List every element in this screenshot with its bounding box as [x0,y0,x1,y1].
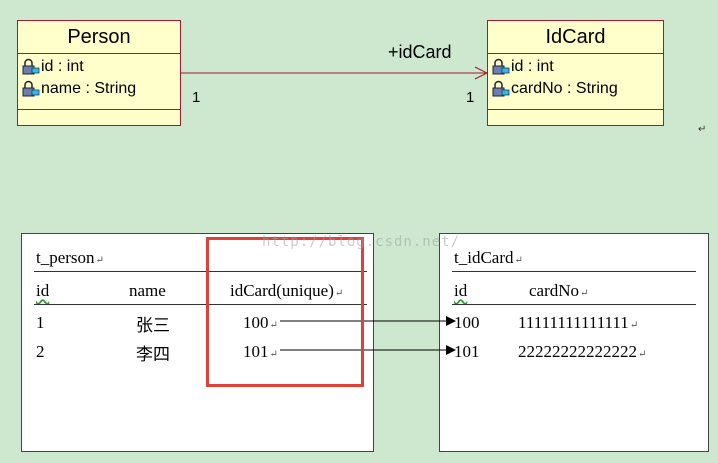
attr-separator: : [562,80,576,97]
return-mark: ↵ [698,124,707,135]
idcard-table: t_idCard↵ id cardNo↵ 100 11111111111111↵… [439,233,709,452]
private-attribute-icon [492,80,510,97]
idcard-attr-cardno-name: cardNo [511,80,563,97]
person-table-title: t_person↵ [36,248,104,267]
person-class: Person id : int name : String [17,20,181,126]
idcard-attr-cardno: cardNo : String [488,78,663,100]
person-attr-name-type: String [94,80,137,97]
idcard-header-id: id [454,281,468,300]
attr-separator: : [523,58,537,75]
person-header-id: id [36,281,50,300]
attr-separator: : [53,58,67,75]
idcard-header-cardno: cardNo↵ [529,281,589,300]
table-divider [34,271,367,272]
person-class-name: Person [18,21,180,54]
person-attributes: id : int name : String [18,54,180,110]
idcard-row2-cardno: 22222222222222↵ [518,342,647,361]
person-header-idcard: idCard(unique)↵ [230,281,344,300]
person-row1-name: 张三 [136,316,170,335]
person-attr-id-name: id [41,58,54,75]
person-row1-id: 1 [36,313,45,332]
idcard-row1-id: 100 [454,313,480,332]
person-row2-id: 2 [36,342,45,361]
idcard-attr-id: id : int [488,56,663,78]
idcard-attributes: id : int cardNo : String [488,54,663,110]
association-role-label: +idCard [388,42,452,62]
person-table: t_person↵ id name idCard(unique)↵ 1 张三 1… [21,233,374,452]
private-attribute-icon [492,58,510,75]
person-attr-name-name: name [41,80,82,97]
table-divider [34,304,367,305]
idcard-class-name: IdCard [488,21,663,54]
attr-separator: : [81,80,95,97]
watermark: http://blog.csdn.net/ [262,234,461,250]
person-row1-idcard: 100↵ [243,313,278,332]
person-header-name: name [129,281,166,300]
table-divider [452,271,696,272]
idcard-table-title: t_idCard↵ [454,248,523,267]
person-attr-id: id : int [18,56,180,78]
table-divider [452,304,696,305]
idcard-attr-cardno-type: String [575,80,618,97]
idcard-row2-id: 101 [454,342,480,361]
idcard-attr-id-name: id [511,58,524,75]
idcard-attr-id-type: int [536,58,554,75]
person-row2-name: 李四 [136,345,170,364]
person-attr-id-type: int [66,58,84,75]
multiplicity-target: 1 [466,89,475,106]
private-attribute-icon [22,80,40,97]
private-attribute-icon [22,58,40,75]
person-row2-idcard: 101↵ [243,342,278,361]
idcard-class: IdCard id : int cardNo : String [487,20,664,126]
person-attr-name: name : String [18,78,180,100]
multiplicity-source: 1 [192,89,201,106]
idcard-row1-cardno: 11111111111111↵ [518,313,639,332]
